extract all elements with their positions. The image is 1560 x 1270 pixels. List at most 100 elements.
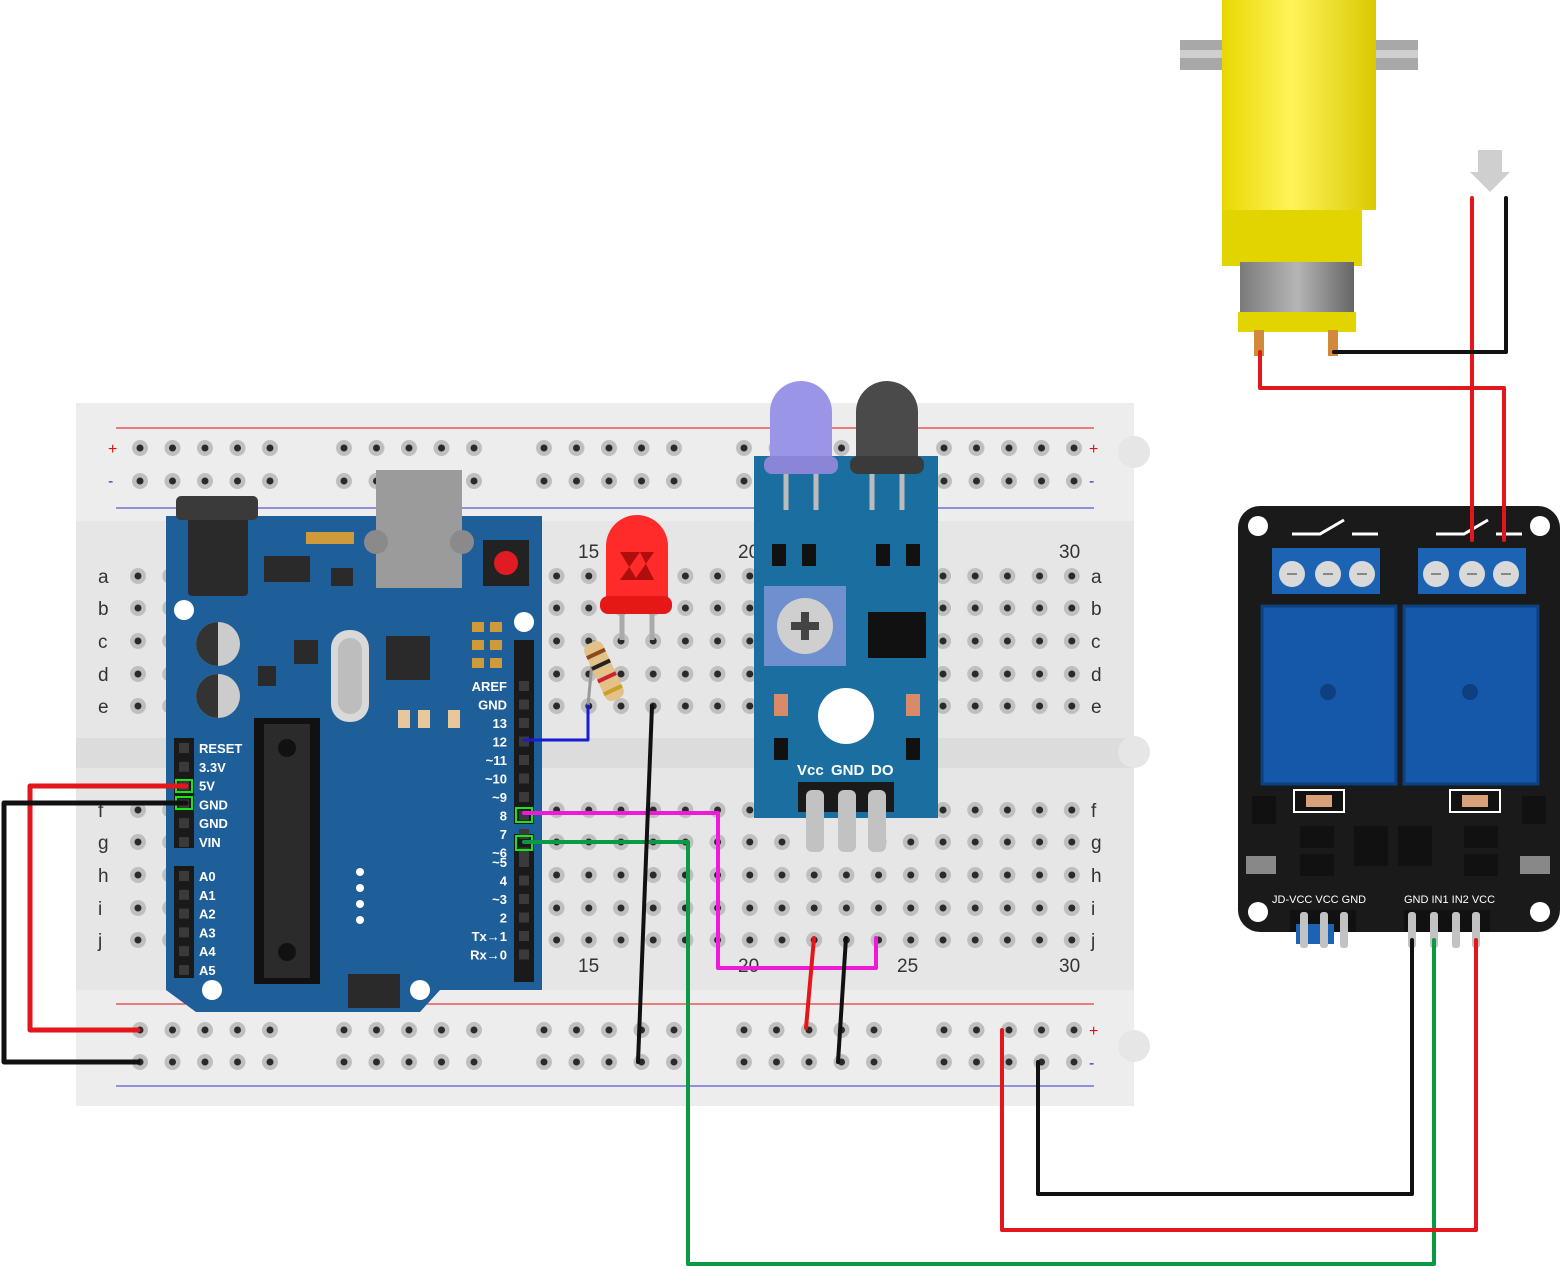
dot [356, 868, 364, 876]
rail-hole-center [605, 1026, 613, 1034]
terminal-hole-center [1036, 702, 1044, 710]
pin-label: Tx→1 [472, 929, 507, 944]
smd-part [774, 738, 788, 760]
terminal-hole-center [134, 670, 142, 678]
row-label: f [98, 801, 104, 822]
pin-label: ~5 [492, 855, 507, 870]
terminal-hole-center [1003, 670, 1011, 678]
rail-hole-center [573, 1058, 580, 1066]
terminal-hole-center [134, 806, 142, 814]
led-indicator [490, 658, 502, 668]
led-internal [620, 552, 654, 580]
rail-hole-center [838, 444, 845, 452]
header-pin [519, 857, 529, 867]
rail-hole-center [405, 1058, 413, 1066]
rail-hole-center [973, 1026, 980, 1034]
row-label: d [1091, 665, 1102, 686]
rail-hole-center [266, 477, 274, 485]
sensor-pin [806, 790, 824, 852]
terminal-hole-center [875, 904, 883, 912]
rail-hole-center [638, 477, 645, 485]
pin-label: GND [478, 698, 507, 713]
terminal-hole-center [1068, 604, 1076, 612]
pin-label: VIN [199, 835, 221, 850]
rail-hole-center [1070, 477, 1078, 485]
rail-hole-center [540, 1026, 548, 1034]
rail-minus-top-right: - [1089, 473, 1094, 490]
pin-label: Rx→0 [470, 948, 507, 963]
rail-hole-center [470, 444, 478, 452]
terminal-hole-center [810, 904, 818, 912]
header-pin [179, 889, 189, 900]
rail-hole-center [940, 1058, 948, 1066]
terminal-hole-center [1068, 871, 1076, 879]
rail-hole-center [201, 477, 209, 485]
rail-hole-center [1070, 1026, 1078, 1034]
header-pin [519, 773, 529, 784]
smd-led [774, 694, 788, 716]
row-label: f [1091, 801, 1097, 822]
terminal-hole-center [134, 702, 142, 710]
smd-resistor [448, 710, 460, 728]
row-label: d [98, 665, 109, 686]
rail-hole-center [340, 1026, 348, 1034]
dot [356, 884, 364, 892]
terminal-hole-center [585, 936, 593, 944]
header-pin [179, 908, 189, 919]
header-pin [179, 743, 189, 753]
terminal-hole-center [842, 904, 850, 912]
pin-label: RESET [199, 741, 242, 756]
optocoupler [1354, 826, 1388, 866]
pin-label: 8 [500, 809, 507, 824]
pin-label: A3 [199, 925, 216, 940]
pin-label: A0 [199, 869, 216, 884]
relay-header-pin [1340, 912, 1348, 948]
terminal-hole-center [1068, 572, 1076, 580]
rail-hole-center [773, 1058, 780, 1066]
terminal-hole-center [778, 936, 786, 944]
reset-button-cap[interactable] [494, 551, 518, 575]
rail-hole-center [234, 1058, 241, 1066]
terminal-hole-center [134, 572, 142, 580]
sensor-pin-vcc-label: Vcc [797, 762, 824, 779]
diode-body [1462, 795, 1488, 807]
terminal-hole-center [939, 637, 947, 645]
pin-label: A2 [199, 907, 216, 922]
terminal-hole-center [1036, 572, 1044, 580]
rail-hole-center [340, 477, 348, 485]
header-pin [179, 818, 189, 829]
rail-hole-center [136, 444, 144, 452]
terminal-hole-center [939, 871, 947, 879]
terminal-hole-center [971, 702, 979, 710]
rail-hole-center [605, 477, 613, 485]
row-label: a [1091, 567, 1102, 588]
diode-body [1306, 795, 1332, 807]
terminal-hole-center [778, 838, 786, 846]
terminal-hole-center [1036, 936, 1044, 944]
small-chip [258, 666, 276, 686]
terminal-hole-center [746, 936, 754, 944]
breadboard-notch [1118, 436, 1150, 468]
arduino-pin-labels: RESET3.3V5VGNDGNDVINA0A1A2A3A4A5AREFGND1… [179, 679, 529, 978]
terminal-hole-center [134, 838, 142, 846]
rail-hole-center [1005, 477, 1013, 485]
rail-hole-center [740, 1058, 748, 1066]
terminal-hole-center [649, 904, 657, 912]
rail-hole-center [1038, 477, 1045, 485]
rail-hole-center [201, 1026, 209, 1034]
terminal-hole-center [971, 572, 979, 580]
pin-label: 5V [199, 779, 215, 794]
terminal-hole-center [1036, 871, 1044, 879]
terminal-hole-center [649, 871, 657, 879]
rail-hole-center [1005, 1058, 1013, 1066]
terminal-hole-center [746, 806, 754, 814]
header-pin [519, 847, 529, 858]
relay-header-pin [1472, 912, 1480, 948]
rail-hole-center [573, 477, 580, 485]
header-pin [519, 894, 529, 904]
rail-hole-center [940, 1026, 948, 1034]
relay-header-pin [1408, 912, 1416, 948]
terminal-hole-center [746, 604, 754, 612]
rail-hole-center [470, 477, 478, 485]
header-pin [519, 681, 529, 691]
